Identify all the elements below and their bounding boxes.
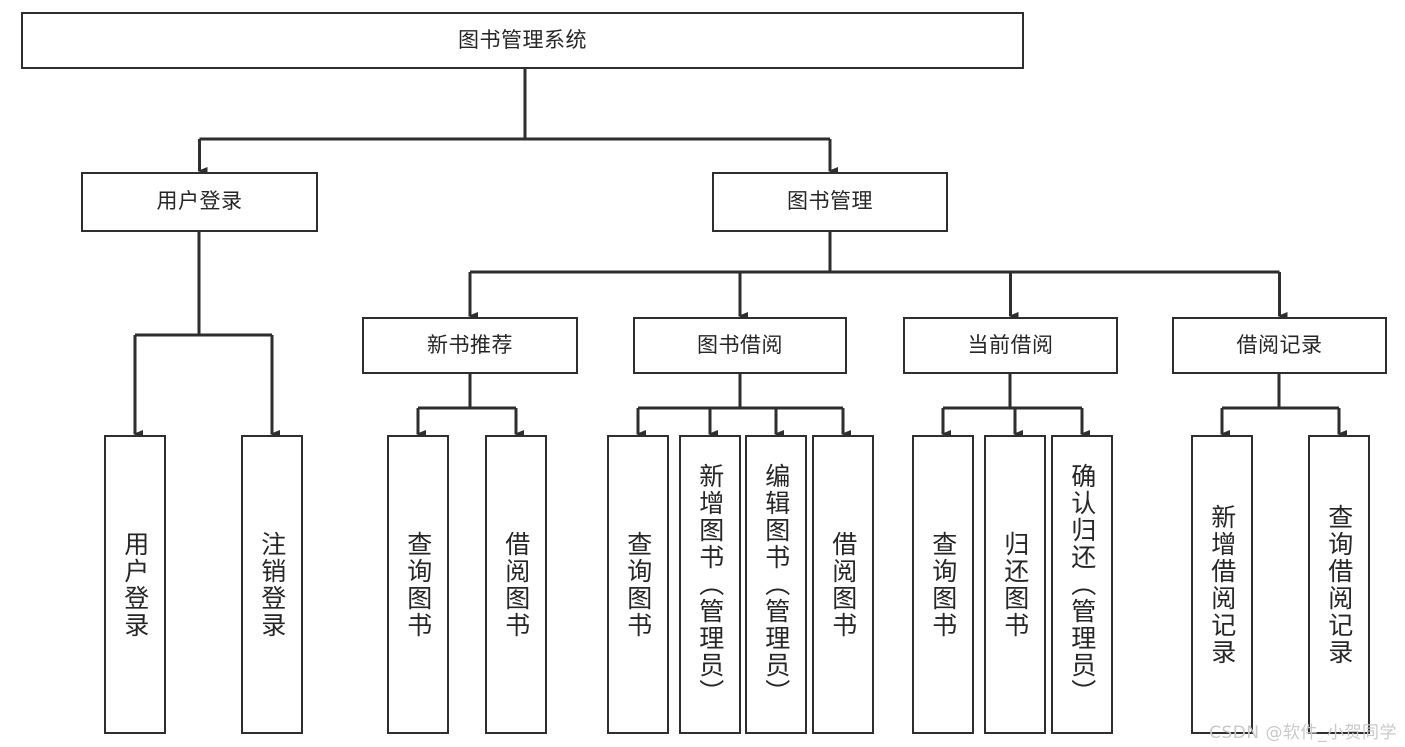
node-leaf-user-login[interactable]: 用户登录 [104,435,166,734]
node-leaf-edit-book[interactable]: 编辑图书（管理员） [745,435,807,734]
node-label-leaf-query-book-3: 查询图书 [928,530,958,639]
node-label-leaf-add-record: 新增借阅记录 [1207,503,1237,666]
node-label-leaf-query-record: 查询借阅记录 [1324,503,1354,666]
connector-paths [133,69,1347,438]
node-label-book-borrow: 图书借阅 [697,332,783,357]
node-label-leaf-borrow-book-1: 借阅图书 [501,530,531,639]
node-user-login[interactable]: 用户登录 [81,172,318,232]
node-label-leaf-query-book-2: 查询图书 [623,530,653,639]
node-book-borrow[interactable]: 图书借阅 [633,317,847,374]
node-leaf-borrow-book-1[interactable]: 借阅图书 [485,435,547,734]
node-leaf-query-book-1[interactable]: 查询图书 [387,435,449,734]
node-leaf-query-book-3[interactable]: 查询图书 [912,435,974,734]
node-new-book-rec[interactable]: 新书推荐 [362,317,578,374]
node-label-borrow-record: 借阅记录 [1236,332,1323,357]
node-label-current-borrow: 当前借阅 [967,332,1054,357]
node-label-leaf-confirm-return: 确认归还（管理员） [1067,463,1097,706]
node-leaf-query-book-2[interactable]: 查询图书 [607,435,669,734]
node-book-admin[interactable]: 图书管理 [712,172,948,232]
node-label-root: 图书管理系统 [458,27,587,52]
node-label-leaf-return-book: 归还图书 [1000,530,1030,639]
node-label-leaf-add-book: 新增图书（管理员） [695,463,725,706]
node-label-new-book-rec: 新书推荐 [427,332,513,357]
node-current-borrow[interactable]: 当前借阅 [903,317,1118,374]
node-label-leaf-user-login: 用户登录 [120,530,150,639]
watermark-text: CSDN @软件_小贺同学 [1209,723,1397,743]
node-leaf-query-record[interactable]: 查询借阅记录 [1308,435,1370,734]
node-leaf-add-record[interactable]: 新增借阅记录 [1191,435,1253,734]
node-borrow-record[interactable]: 借阅记录 [1172,317,1387,374]
node-leaf-confirm-return[interactable]: 确认归还（管理员） [1051,435,1113,734]
node-leaf-add-book[interactable]: 新增图书（管理员） [679,435,741,734]
node-label-user-login: 用户登录 [156,189,243,214]
node-leaf-borrow-book-2[interactable]: 借阅图书 [812,435,874,734]
node-label-leaf-query-book-1: 查询图书 [403,530,433,639]
node-label-leaf-borrow-book-2: 借阅图书 [828,530,858,639]
node-leaf-user-logout[interactable]: 注销登录 [241,435,303,734]
node-label-leaf-edit-book: 编辑图书（管理员） [761,463,791,706]
node-leaf-return-book[interactable]: 归还图书 [984,435,1046,734]
node-label-leaf-user-logout: 注销登录 [257,530,287,639]
node-label-book-admin: 图书管理 [787,189,873,214]
node-root[interactable]: 图书管理系统 [21,12,1024,69]
